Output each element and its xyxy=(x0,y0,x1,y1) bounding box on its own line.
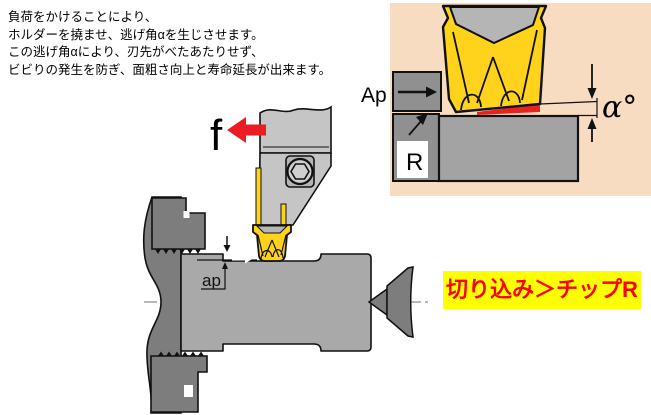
bolt-head xyxy=(286,157,314,186)
blade-clamp-left xyxy=(255,167,262,229)
insert-main-chipbreaker-lines xyxy=(257,234,287,260)
upper-jaw-notch xyxy=(183,211,190,218)
feed-arrow-label: f xyxy=(210,111,223,160)
ap-label: ap xyxy=(202,271,221,290)
ap-down-arrowhead xyxy=(223,245,231,252)
chuck-upper-jaw xyxy=(151,197,206,250)
detail-workpiece-block xyxy=(437,114,580,183)
hex-socket-icon xyxy=(290,163,310,180)
insert-main-shank-notch xyxy=(255,225,289,234)
lower-jaw-serrations xyxy=(158,351,204,356)
description-text: 負荷をかけることにより、 ホルダーを撓ませ、逃げ角αを生じさせます。 この逃げ角… xyxy=(8,9,398,79)
ap-up-arrowhead xyxy=(222,262,228,269)
contact-wedge xyxy=(477,104,540,115)
description-line-2: ホルダーを撓ませ、逃げ角αを生じさせます。 xyxy=(8,27,264,42)
radius-arrow-line xyxy=(408,119,423,136)
radius-label: R xyxy=(406,149,423,176)
tool-holder-top xyxy=(259,105,332,154)
lower-jaw-notch xyxy=(184,385,193,397)
radius-arrowhead xyxy=(416,113,428,125)
description-line-4: ビビりの発生を防ぎ、面粗さ向上と寿命延長が出来ます。 xyxy=(8,62,332,77)
ap-feed-white-arrow xyxy=(232,252,254,264)
feed-arrow xyxy=(227,117,266,143)
alpha-up-arrowhead xyxy=(587,118,597,129)
alpha-down-arrowhead xyxy=(587,88,597,99)
tailstock-center-body xyxy=(386,266,414,338)
ap-infeed-arrowhead xyxy=(426,86,437,98)
ap-infeed-label: Ap xyxy=(361,84,387,107)
upper-jaw-serrations xyxy=(155,249,201,254)
radius-label-box xyxy=(397,141,428,178)
ap-leader-line xyxy=(201,267,226,290)
insert-detail-chipbreaker-lines xyxy=(452,29,538,111)
relief-upper-line xyxy=(539,100,598,105)
description-line-1: 負荷をかけることにより、 xyxy=(8,10,158,24)
relief-angle-label: α° xyxy=(602,90,637,125)
chuck-lower-jaw xyxy=(150,355,208,413)
description-line-3: この逃げ角αにより、刃先がべたあたりせず、 xyxy=(8,45,264,59)
insert-detail-shank-notch xyxy=(448,6,541,45)
callout-badge: 切り込み＞チップR xyxy=(443,271,641,309)
workpiece-shaft xyxy=(180,253,372,352)
